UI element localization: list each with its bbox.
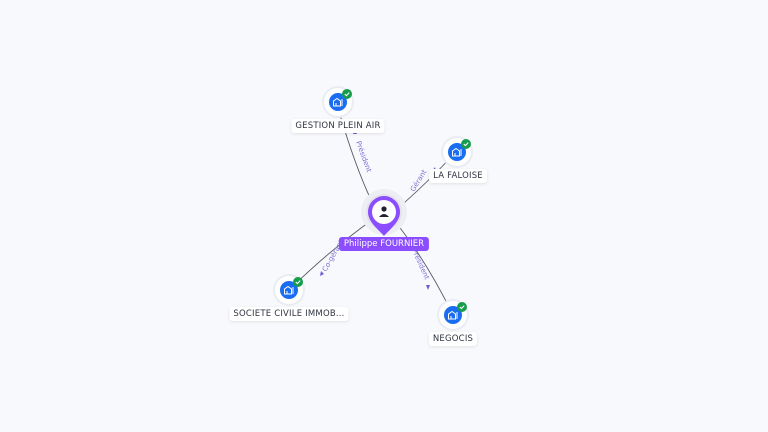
node-label-gestion-plein-air[interactable]: GESTION PLEIN AIR [291,119,385,133]
verified-check-icon [342,89,352,99]
edge-label-negocis: Président [410,248,431,281]
edge-arrow [426,285,430,290]
edge-label-gestion: Président [354,140,373,174]
center-node[interactable] [361,189,407,236]
node-negocis[interactable] [437,299,469,331]
verified-check-icon [457,302,467,312]
node-societe-civile[interactable] [273,274,305,306]
building-icon [448,310,458,320]
edge-arrow [320,271,324,276]
verified-check-icon [293,277,303,287]
building-icon [452,147,462,157]
person-icon [379,206,389,217]
node-gestion-plein-air[interactable] [322,86,354,118]
node-label-negocis[interactable]: NEGOCIS [428,332,478,346]
building-icon [284,285,294,295]
center-node-label[interactable]: Philippe FOURNIER [338,237,430,251]
building-icon [333,97,343,107]
node-la-faloise[interactable] [441,136,473,168]
verified-check-icon [461,139,471,149]
node-label-societe-civile[interactable]: SOCIETE CIVILE IMMOB... [229,307,349,321]
node-label-la-faloise[interactable]: LA FALOISE [429,169,487,183]
